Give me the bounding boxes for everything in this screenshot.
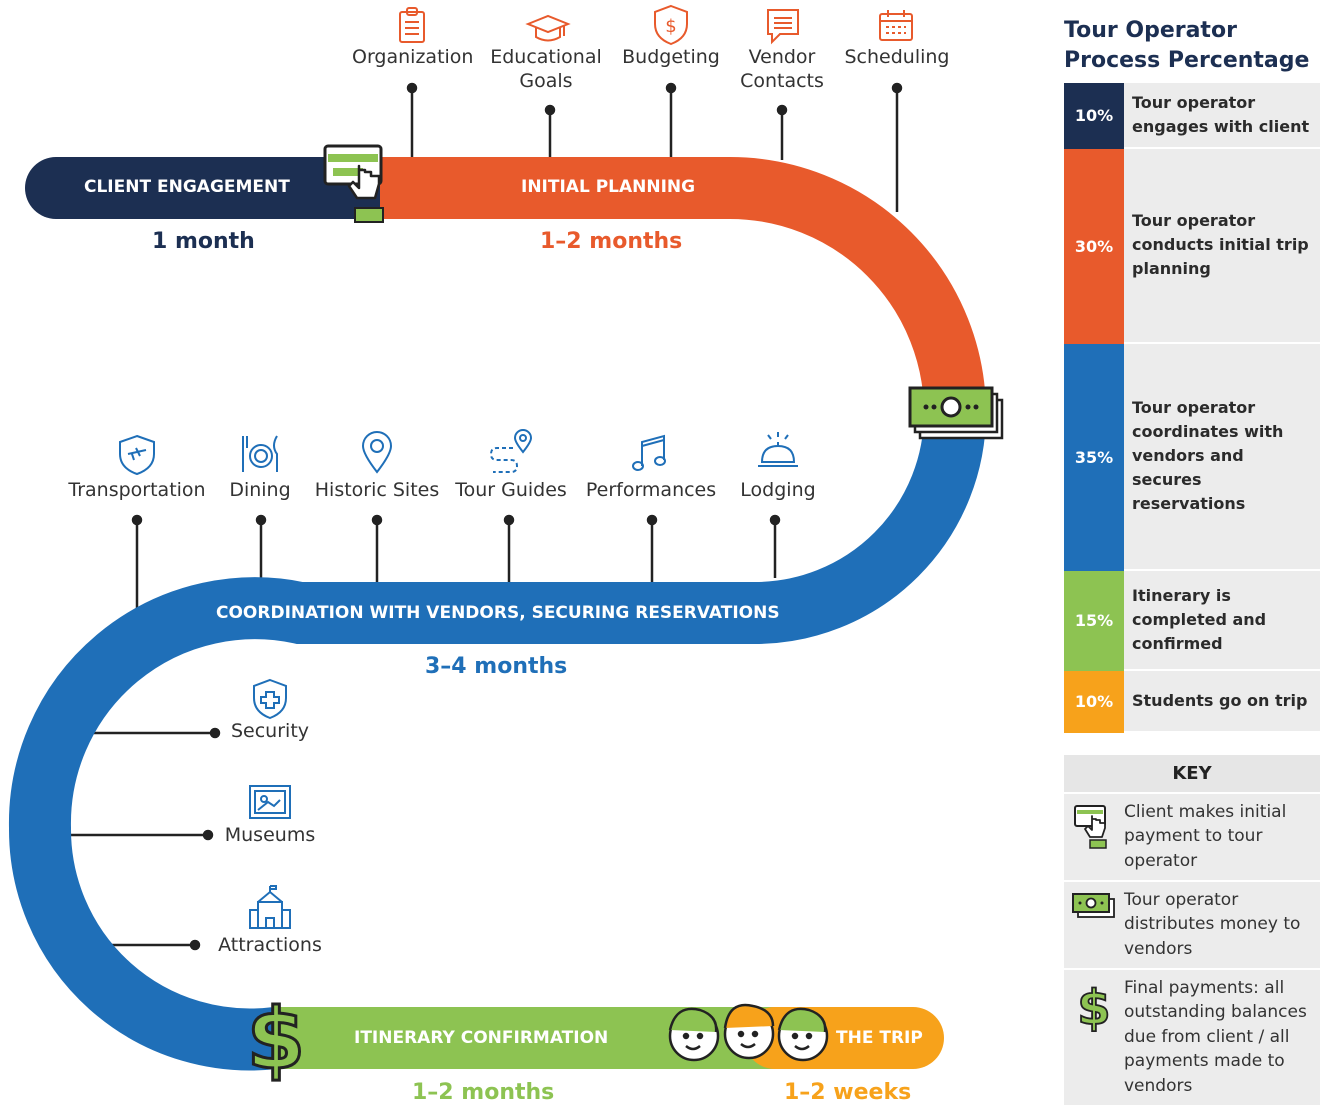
castle-icon [249, 885, 291, 929]
document-icon [767, 9, 799, 45]
vendor-item-transportation: Transportation [68, 479, 206, 501]
percentage-value: 15% [1064, 570, 1124, 671]
dollar-shield-icon: $ [654, 4, 688, 46]
side-item-security: Security [230, 720, 310, 742]
plane-shield-icon [119, 434, 155, 476]
key-text: Client makes initial payment to tour ope… [1124, 801, 1287, 871]
money-stack-icon [1064, 888, 1124, 962]
percentage-value: 30% [1064, 148, 1124, 344]
segment-coordination [8, 412, 986, 1071]
cross-shield-icon [253, 678, 287, 720]
money-stack-icon [908, 386, 1004, 440]
card-payment-icon [323, 144, 384, 223]
client-engagement-duration: 1 month [152, 229, 255, 254]
percentage-row: 30% Tour operator conducts initial trip … [1064, 148, 1320, 344]
key-item-final-payment: $ Final payments: all outstanding balanc… [1064, 969, 1320, 1107]
vendor-item-lodging: Lodging [740, 479, 816, 501]
vendor-item-tour-guides: Tour Guides [455, 479, 567, 501]
clipboard-icon [399, 7, 425, 43]
planning-connectors [406, 82, 903, 212]
trip-duration: 1–2 weeks [784, 1080, 912, 1105]
panel-title-line2: Process Percentage [1064, 48, 1310, 74]
svg-text:$: $ [247, 990, 305, 1088]
music-note-icon [632, 434, 666, 471]
coordination-label: COORDINATION WITH VENDORS, SECURING RESE… [216, 603, 780, 623]
vendor-item-performances: Performances [585, 479, 717, 501]
dollar-sign-icon: $ [1064, 976, 1124, 1099]
percentage-desc: Students go on trip [1124, 670, 1320, 733]
percentage-desc: Tour operator engages with client [1124, 82, 1320, 149]
percentage-value: 10% [1064, 82, 1124, 149]
graduation-cap-icon [525, 14, 571, 42]
percentage-row: 10% Students go on trip [1064, 670, 1320, 733]
side-item-museums: Museums [224, 824, 316, 846]
panel-title: Tour Operator Process Percentage [1064, 16, 1320, 77]
percentage-desc: Tour operator conducts initial trip plan… [1124, 148, 1320, 344]
card-payment-icon [1064, 800, 1124, 874]
vendor-item-historic-sites: Historic Sites [314, 479, 440, 501]
percentage-desc: Tour operator coordinates with vendors a… [1124, 343, 1320, 571]
svg-text:$: $ [665, 16, 676, 37]
client-engagement-label: CLIENT ENGAGEMENT [84, 177, 290, 197]
percentage-row: 35% Tour operator coordinates with vendo… [1064, 343, 1320, 571]
framed-picture-icon [249, 785, 291, 819]
itinerary-label: ITINERARY CONFIRMATION [354, 1028, 609, 1048]
calendar-icon [879, 10, 913, 41]
itinerary-duration: 1–2 months [412, 1080, 555, 1105]
dollar-sign-icon: $ [245, 989, 306, 1090]
coordination-duration: 3–4 months [425, 654, 568, 679]
route-pin-icon [489, 429, 533, 473]
planning-item-organization: Organization [352, 46, 474, 68]
segment-initial-planning [380, 157, 986, 414]
initial-planning-label: INITIAL PLANNING [521, 177, 696, 197]
planning-item-educational-goals: Educational Goals [490, 46, 602, 92]
students-icon [668, 1003, 829, 1062]
vendor-item-dining: Dining [229, 479, 291, 501]
key-text: Tour operator distributes money to vendo… [1124, 889, 1301, 959]
panel-title-line1: Tour Operator [1064, 18, 1237, 43]
vendor-connectors [131, 514, 781, 612]
map-pin-icon [361, 431, 393, 474]
planning-item-vendor-contacts: Vendor Contacts [740, 46, 824, 92]
process-percentage-panel: Tour Operator Process Percentage 10% Tou… [1064, 16, 1320, 1107]
percentage-row: 10% Tour operator engages with client [1064, 82, 1320, 149]
plate-utensils-icon [242, 435, 278, 472]
service-bell-icon [758, 432, 798, 467]
key-item-card-payment: Client makes initial payment to tour ope… [1064, 793, 1320, 882]
percentage-value: 10% [1064, 670, 1124, 733]
key-item-money-stack: Tour operator distributes money to vendo… [1064, 881, 1320, 970]
key-text: Final payments: all outstanding balances… [1124, 977, 1307, 1097]
trip-label: THE TRIP [836, 1028, 923, 1048]
side-item-attractions: Attractions [218, 934, 322, 956]
percentage-desc: Itinerary is completed and confirmed [1124, 570, 1320, 671]
planning-item-scheduling: Scheduling [844, 46, 950, 68]
svg-text:$: $ [1077, 980, 1110, 1032]
percentage-value: 35% [1064, 343, 1124, 571]
planning-item-budgeting: Budgeting [622, 46, 720, 68]
key-title: KEY [1064, 754, 1320, 794]
initial-planning-duration: 1–2 months [540, 229, 683, 254]
percentage-row: 15% Itinerary is completed and confirmed [1064, 570, 1320, 671]
